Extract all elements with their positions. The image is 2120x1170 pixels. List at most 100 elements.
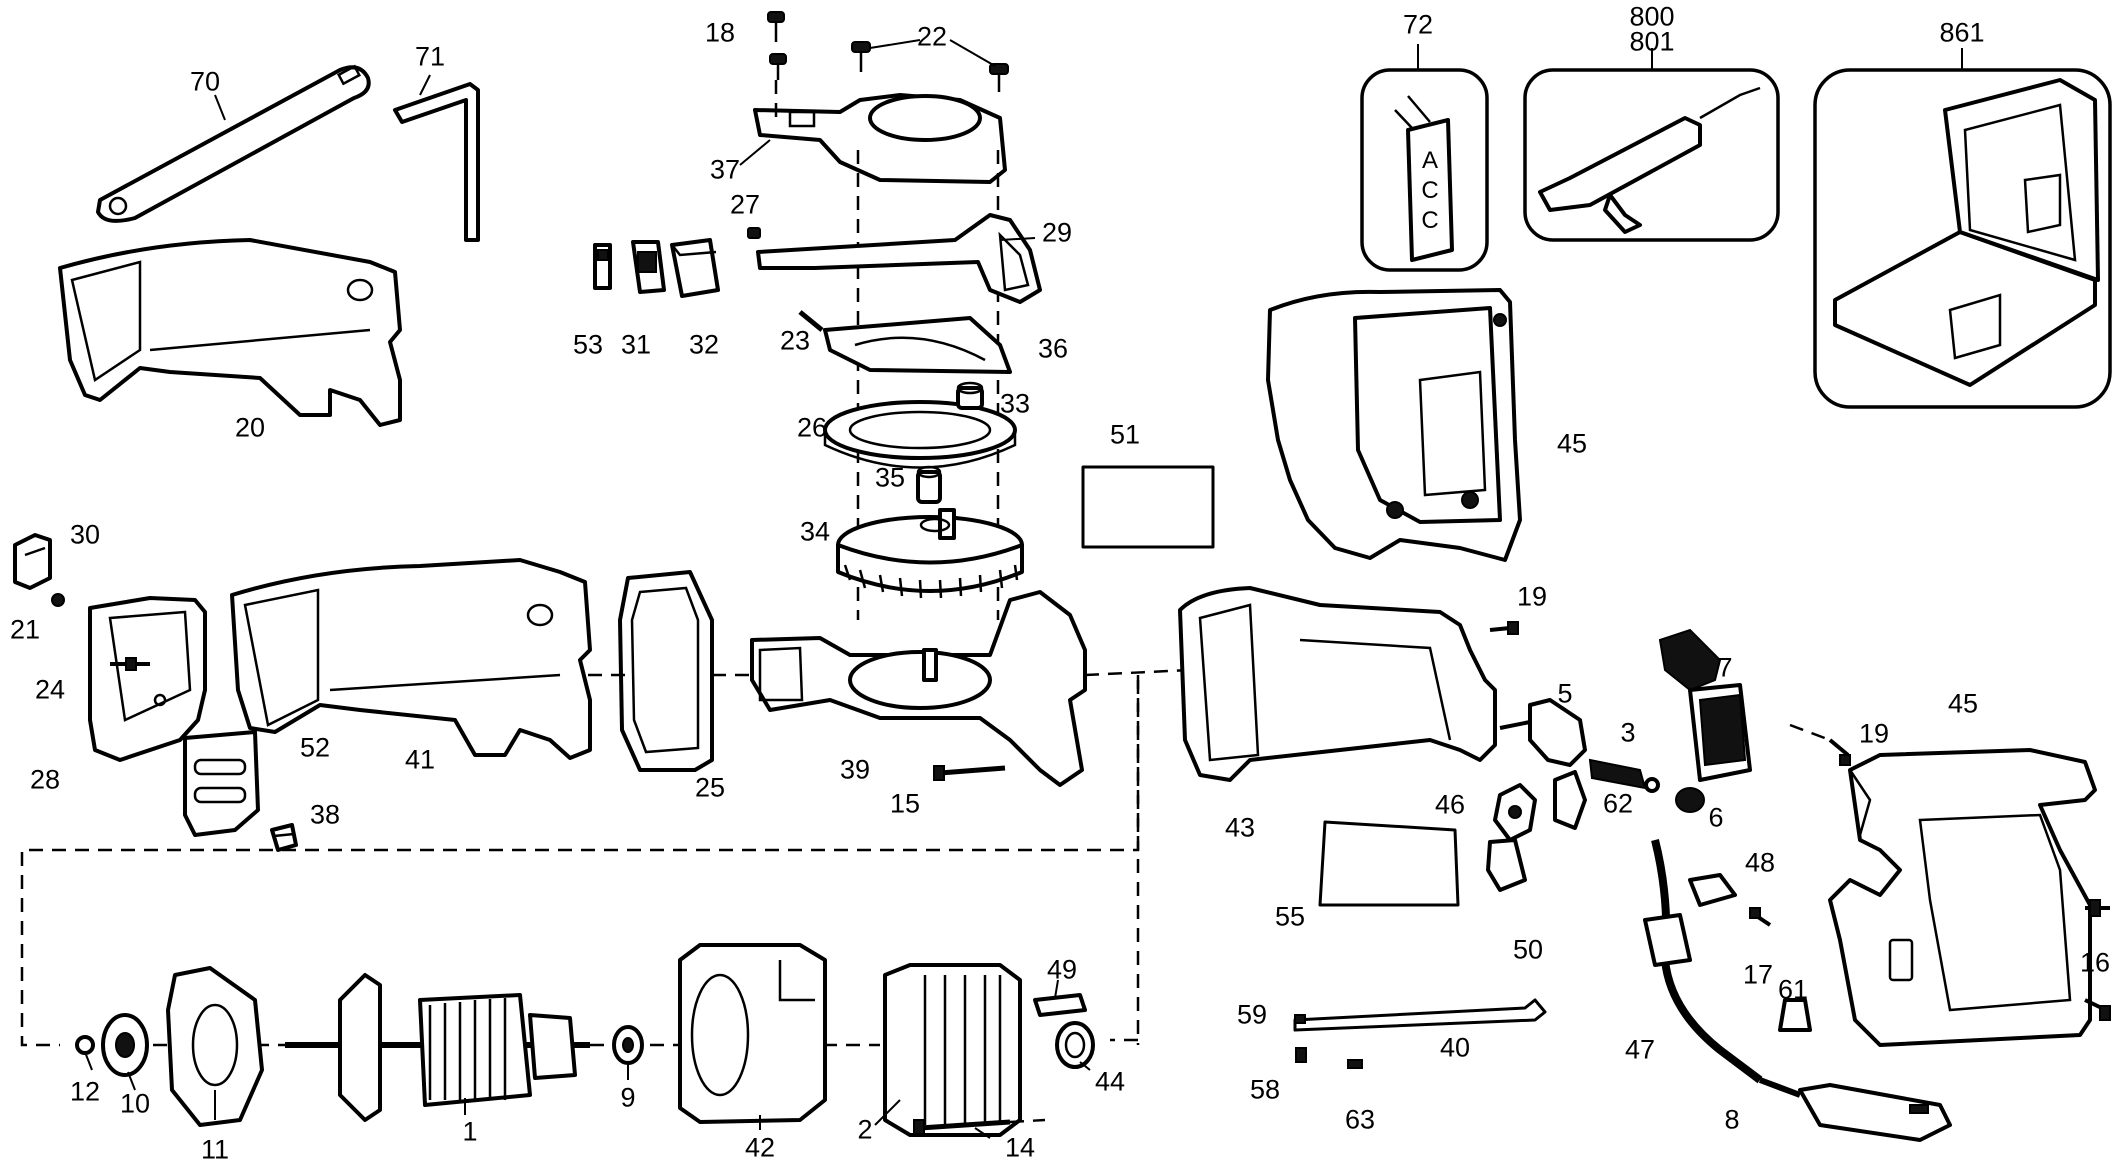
part-36-gasket <box>823 316 1012 374</box>
label-19-a: 19 <box>1516 581 1548 612</box>
label-19-b: 19 <box>1858 718 1890 749</box>
part-39-gear-case <box>750 590 1087 787</box>
label-72: 72 <box>1402 9 1434 40</box>
label-7: 7 <box>1717 652 1733 683</box>
label-70: 70 <box>189 66 221 97</box>
part-51-label <box>1081 465 1215 549</box>
part-20-boot <box>58 238 402 427</box>
label-6: 6 <box>1708 802 1724 833</box>
part-15-screw <box>933 765 1006 781</box>
label-52: 52 <box>299 732 331 763</box>
label-18: 18 <box>704 17 736 48</box>
part-45-housing-half <box>1266 288 1522 562</box>
label-28: 28 <box>29 764 61 795</box>
part-7-switch <box>1658 628 1752 782</box>
label-48: 48 <box>1744 847 1776 878</box>
label-62: 62 <box>1602 788 1634 819</box>
part-44-bushing <box>1055 1021 1095 1069</box>
part-34-gear <box>836 508 1024 599</box>
label-21: 21 <box>9 614 41 645</box>
label-43: 43 <box>1224 812 1256 843</box>
label-1: 1 <box>462 1116 478 1147</box>
part-3-brush <box>1588 758 1660 793</box>
label-9: 9 <box>620 1082 636 1113</box>
part-58-screw <box>1295 1047 1307 1063</box>
part-18-screws <box>767 11 787 80</box>
label-36: 36 <box>1037 333 1069 364</box>
label-16: 16 <box>2079 947 2111 978</box>
label-14: 14 <box>1004 1132 1036 1163</box>
label-23: 23 <box>779 325 811 356</box>
part-47-cord <box>1643 839 1763 1084</box>
part-800-801-kit-box <box>1523 68 1780 242</box>
label-801: 801 <box>1629 26 1675 57</box>
label-26: 26 <box>796 412 828 443</box>
label-25: 25 <box>694 772 726 803</box>
part-71-hex-key <box>393 82 480 242</box>
label-30: 30 <box>69 519 101 550</box>
part-42-fan-baffle <box>678 943 827 1124</box>
label-44: 44 <box>1094 1066 1126 1097</box>
part-26-ring <box>823 400 1017 469</box>
label-49: 49 <box>1046 954 1078 985</box>
label-51: 51 <box>1109 419 1141 450</box>
label-12: 12 <box>69 1076 101 1107</box>
part-33-bushing <box>956 381 984 410</box>
label-42: 42 <box>744 1132 776 1163</box>
part-6-cap <box>1675 787 1705 813</box>
label-71: 71 <box>414 41 446 72</box>
part-59-clip <box>1294 1014 1306 1024</box>
part-17-screw <box>1749 907 1772 927</box>
label-11: 11 <box>200 1134 230 1165</box>
part-49-terminal <box>1033 993 1087 1017</box>
label-33: 33 <box>999 388 1031 419</box>
label-39: 39 <box>839 754 871 785</box>
part-41-field-case <box>230 558 592 760</box>
part-53-plate <box>593 243 612 290</box>
part-25-gasket <box>618 570 714 772</box>
part-45-handle <box>1828 748 2097 1047</box>
part-43-motor-housing <box>1178 586 1497 782</box>
label-38: 38 <box>309 799 341 830</box>
part-27-screw <box>747 227 761 239</box>
part-21-screw <box>51 593 65 607</box>
part-9-bearing <box>612 1025 644 1065</box>
label-45-top: 45 <box>1556 428 1588 459</box>
part-32-block <box>670 238 720 298</box>
part-30-clamp <box>13 533 52 590</box>
label-31: 31 <box>620 329 652 360</box>
svg-text:A: A <box>1422 147 1438 174</box>
label-34: 34 <box>799 516 831 547</box>
part-29-plunger <box>756 213 1042 304</box>
label-55: 55 <box>1274 901 1306 932</box>
part-19-screw-a <box>1489 621 1519 635</box>
label-53: 53 <box>572 329 604 360</box>
label-29: 29 <box>1041 217 1073 248</box>
label-2: 2 <box>857 1114 873 1145</box>
label-27: 27 <box>729 189 761 220</box>
label-15: 15 <box>889 788 921 819</box>
label-35: 35 <box>874 462 906 493</box>
part-70-wrench <box>96 64 371 223</box>
part-62-spring <box>1553 770 1587 830</box>
label-45-bottom: 45 <box>1947 688 1979 719</box>
label-22: 22 <box>916 21 948 52</box>
part-61-wire-nut <box>1778 998 1812 1032</box>
part-8-plug <box>1758 1077 1952 1142</box>
part-16-screws <box>2084 899 2111 1021</box>
label-5: 5 <box>1557 678 1573 709</box>
part-37-gear-cover <box>753 93 1007 184</box>
part-14-screw <box>913 1118 1046 1135</box>
label-32: 32 <box>688 329 720 360</box>
part-31-block <box>631 240 666 294</box>
part-46-brush-spring <box>1493 783 1537 842</box>
label-861: 861 <box>1939 17 1985 48</box>
label-37: 37 <box>709 154 741 185</box>
part-52-clamp-plate <box>183 730 260 837</box>
part-11-baffle <box>166 966 264 1127</box>
label-24: 24 <box>34 674 66 705</box>
part-72-kit-box: A C C <box>1360 68 1489 272</box>
label-58: 58 <box>1249 1074 1281 1105</box>
